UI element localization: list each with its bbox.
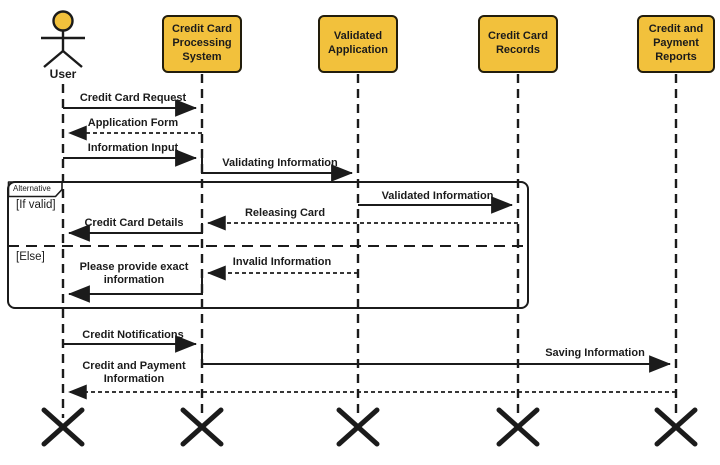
message-label-credit-notifications: Credit Notifications — [82, 329, 184, 341]
termination-x-credit-card-processing-system — [180, 407, 224, 447]
message-label-releasing-card: Releasing Card — [244, 207, 326, 219]
message-label-invalid-information: Invalid Information — [232, 256, 332, 268]
participant-label: Credit Card Records — [488, 30, 548, 56]
termination-marks — [41, 407, 698, 447]
alt-frame-tab-label: Alternative — [13, 184, 51, 193]
alt-frame-tab — [7, 181, 63, 198]
participant-credit-card-processing-system: Credit Card Processing System — [162, 15, 242, 73]
participant-label: Validated Application — [328, 30, 388, 56]
message-label-credit-and-payment-information: Credit and Payment Information — [82, 360, 186, 385]
solid-message-arrows — [63, 99, 672, 373]
message-label-saving-information: Saving Information — [545, 347, 645, 359]
arrow-please-provide-exact-information — [67, 273, 203, 303]
message-label-please-provide-exact-information: Please provide exact information — [79, 261, 189, 286]
arrow-credit-card-details — [67, 223, 203, 242]
dashed-message-arrows — [68, 125, 676, 400]
termination-x-credit-and-payment-reports — [654, 407, 698, 447]
termination-x-credit-card-records — [496, 407, 540, 447]
termination-x-user — [41, 407, 85, 447]
actor-user-label: User — [49, 67, 77, 81]
message-label-validated-information: Validated Information — [381, 190, 494, 202]
message-label-information-input: Information Input — [87, 142, 179, 154]
message-label-application-form: Application Form — [87, 117, 179, 129]
participant-credit-and-payment-reports: Credit and Payment Reports — [637, 15, 715, 73]
participant-label: Credit Card Processing System — [172, 23, 232, 63]
message-label-validating-information: Validating Information — [222, 157, 338, 169]
guard-else: [Else] — [16, 251, 45, 263]
alt-frame — [7, 181, 529, 309]
guard-if-valid: [If valid] — [16, 199, 56, 211]
participant-label: Credit and Payment Reports — [648, 23, 704, 63]
message-label-credit-card-details: Credit Card Details — [84, 217, 184, 229]
participant-credit-card-records: Credit Card Records — [478, 15, 558, 73]
arrow-saving-information — [201, 344, 672, 373]
participant-validated-application: Validated Application — [318, 15, 398, 73]
message-label-credit-card-request: Credit Card Request — [79, 92, 187, 104]
arrow-validating-information — [201, 158, 354, 182]
user-actor-icon — [41, 10, 85, 68]
termination-x-validated-application — [336, 407, 380, 447]
